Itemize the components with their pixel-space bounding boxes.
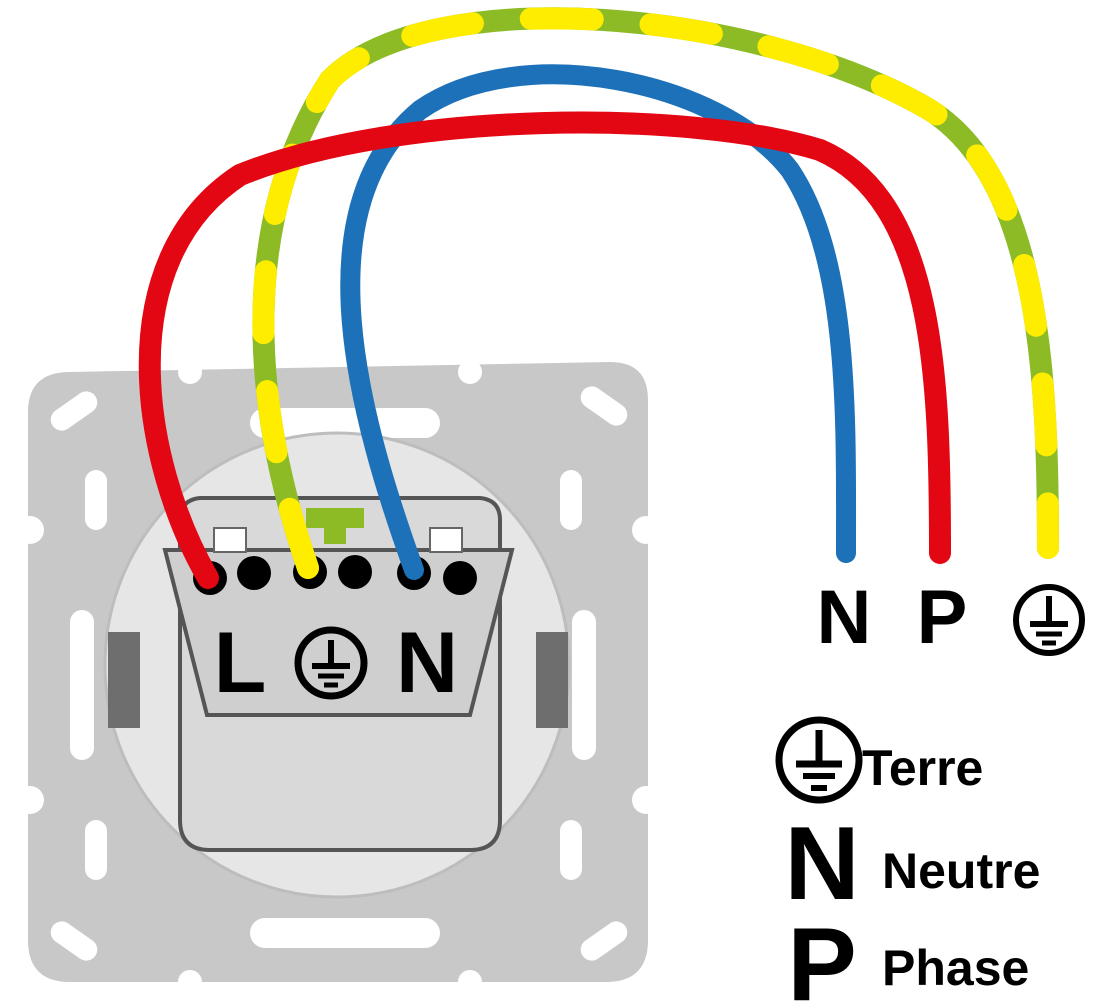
legend-symbol-p: P xyxy=(787,907,856,1006)
legend-symbol-n: N xyxy=(784,806,859,922)
wire-label-phase: P xyxy=(917,575,968,660)
legend-label-terre: Terre xyxy=(862,740,983,796)
terminal-label-l: L xyxy=(214,615,267,711)
terminal-label-n: N xyxy=(396,615,458,711)
legend-label-neutre: Neutre xyxy=(882,843,1040,899)
legend-label-phase: Phase xyxy=(882,940,1029,996)
phase-wire xyxy=(138,111,951,589)
legend-earth-icon xyxy=(775,716,863,804)
socket-earth-icon xyxy=(294,626,368,700)
wires xyxy=(138,7,1059,589)
earth-wire-stripes xyxy=(252,7,1059,579)
legend: Terre N Neutre P Phase xyxy=(775,716,1040,1006)
wire-label-neutral: N xyxy=(817,575,872,660)
neutral-wire xyxy=(340,64,857,580)
wire-earth-icon xyxy=(1013,584,1085,656)
